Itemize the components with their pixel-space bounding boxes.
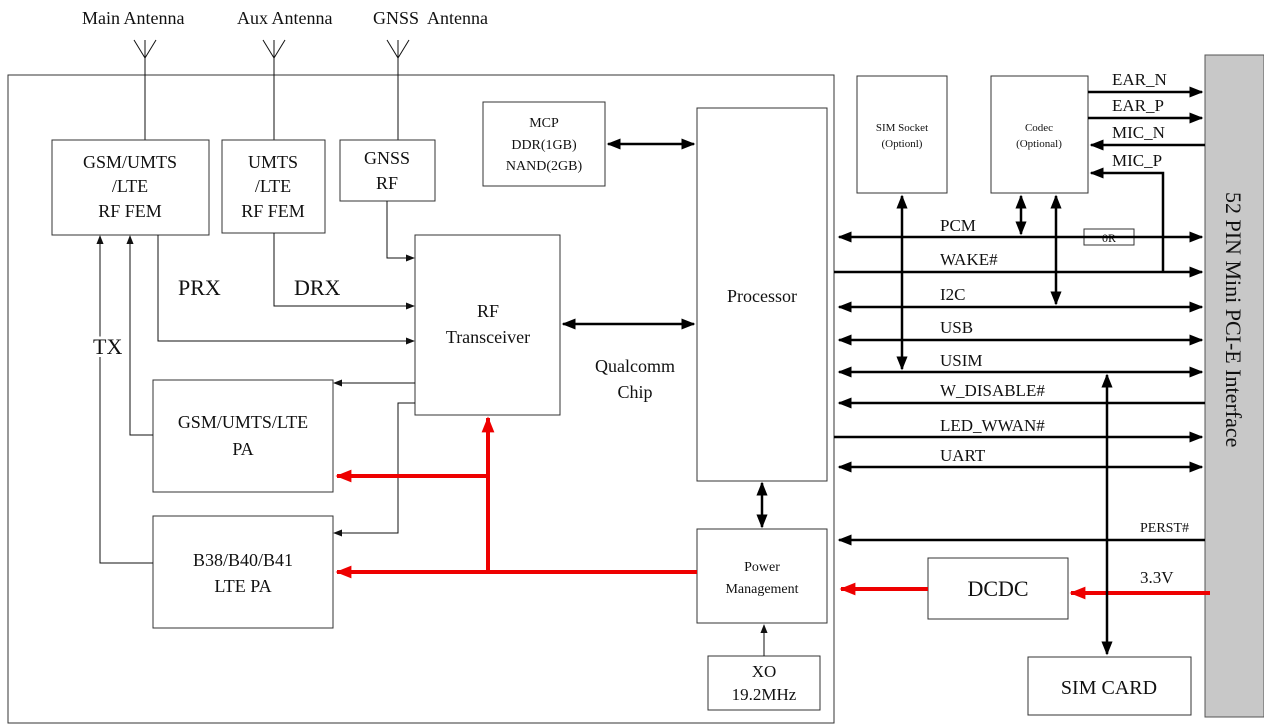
gsm-fem-line1: GSM/UMTS	[83, 152, 177, 172]
gsm-fem-line2: /LTE	[112, 176, 148, 196]
xo-line2: 19.2MHz	[732, 685, 797, 704]
codec-block	[990, 75, 1089, 194]
gnss-antenna-icon	[386, 39, 410, 140]
drx-label: DRX	[294, 275, 341, 300]
lte-pa-line2: LTE PA	[214, 576, 271, 596]
lte-pa-block	[152, 515, 334, 629]
mcp-line1: MCP	[529, 116, 559, 131]
sim-socket-block	[856, 75, 948, 194]
gsm-pa-block	[152, 379, 334, 493]
pcm-label: PCM	[940, 216, 976, 235]
processor-label: Processor	[727, 286, 797, 306]
qualcomm-line2: Chip	[617, 382, 652, 402]
mcp-block	[482, 101, 606, 187]
xo-line1: XO	[752, 662, 777, 681]
gnss-rf-block	[339, 139, 436, 202]
mcp-line2: DDR(1GB)	[511, 138, 577, 153]
mic-p-label: MIC_P	[1112, 151, 1162, 170]
tx-to-lte-pa	[333, 402, 415, 537]
gsm-fem-line3: RF FEM	[98, 201, 162, 221]
power-mgmt-line1: Power	[744, 560, 780, 575]
gsm-pa-to-fem	[126, 235, 153, 436]
power-mgmt-line2: Management	[725, 582, 798, 597]
umts-fem-line1: UMTS	[248, 152, 298, 172]
interface-label: 52 PIN Mini PCI-E Interface	[1221, 192, 1246, 447]
usim-label: USIM	[940, 351, 983, 370]
v33-label: 3.3V	[1140, 568, 1174, 587]
aux-antenna-icon	[262, 39, 286, 140]
i2c-label: I2C	[940, 285, 966, 304]
usb-label: USB	[940, 318, 973, 337]
main-antenna-label: Main Antenna	[82, 8, 184, 28]
codec-line2: (Optional)	[1016, 138, 1062, 150]
power-management-block	[696, 528, 828, 624]
qualcomm-line1: Qualcomm	[595, 356, 675, 376]
aux-antenna-label: Aux Antenna	[237, 8, 332, 28]
mic-n-label: MIC_N	[1112, 123, 1165, 142]
umts-fem-block	[221, 139, 326, 234]
drx-line	[273, 233, 415, 310]
interface-bar	[1204, 54, 1264, 718]
gnss-rf-line2: RF	[376, 173, 398, 193]
xo-block	[707, 655, 821, 711]
gnss-to-transceiver	[386, 201, 415, 262]
mic-p-line	[1089, 167, 1165, 272]
dcdc-block	[927, 557, 1069, 620]
processor-block	[696, 107, 828, 482]
gnss-rf-line1: GNSS	[364, 148, 410, 168]
gsm-pa-line1: GSM/UMTS/LTE	[178, 412, 308, 432]
ear-p-label: EAR_P	[1112, 96, 1164, 115]
w-disable-label: W_DISABLE#	[940, 381, 1045, 400]
mcp-line3: NAND(2GB)	[506, 159, 583, 174]
prx-label: PRX	[178, 275, 221, 300]
prx-line	[157, 235, 415, 345]
sim-card-label: SIM CARD	[1061, 677, 1157, 699]
wake-label: WAKE#	[940, 250, 998, 269]
sim-socket-line1: SIM Socket	[876, 122, 928, 134]
sim-socket-line2: (Optionl)	[882, 138, 923, 150]
gsm-fem-block	[51, 139, 210, 236]
rf-transceiver-line2: Transceiver	[446, 327, 530, 347]
dcdc-label: DCDC	[967, 576, 1028, 601]
main-antenna-icon	[133, 39, 157, 140]
perst-label: PERST#	[1140, 521, 1189, 536]
ear-n-label: EAR_N	[1112, 70, 1167, 89]
lte-pa-to-fem	[96, 235, 153, 564]
umts-fem-line3: RF FEM	[241, 201, 305, 221]
rf-transceiver-block	[414, 234, 561, 416]
codec-line1: Codec	[1025, 122, 1053, 134]
sim-card-block	[1027, 656, 1192, 716]
module-outline	[7, 74, 835, 724]
rf-transceiver-line1: RF	[477, 301, 499, 321]
led-wwan-label: LED_WWAN#	[940, 416, 1045, 435]
tx-label: TX	[93, 334, 122, 359]
lte-pa-line1: B38/B40/B41	[193, 550, 293, 570]
umts-fem-line2: /LTE	[255, 176, 291, 196]
uart-label: UART	[940, 446, 986, 465]
gnss-antenna-label: GNSS Antenna	[373, 8, 488, 28]
gsm-pa-line2: PA	[232, 439, 253, 459]
